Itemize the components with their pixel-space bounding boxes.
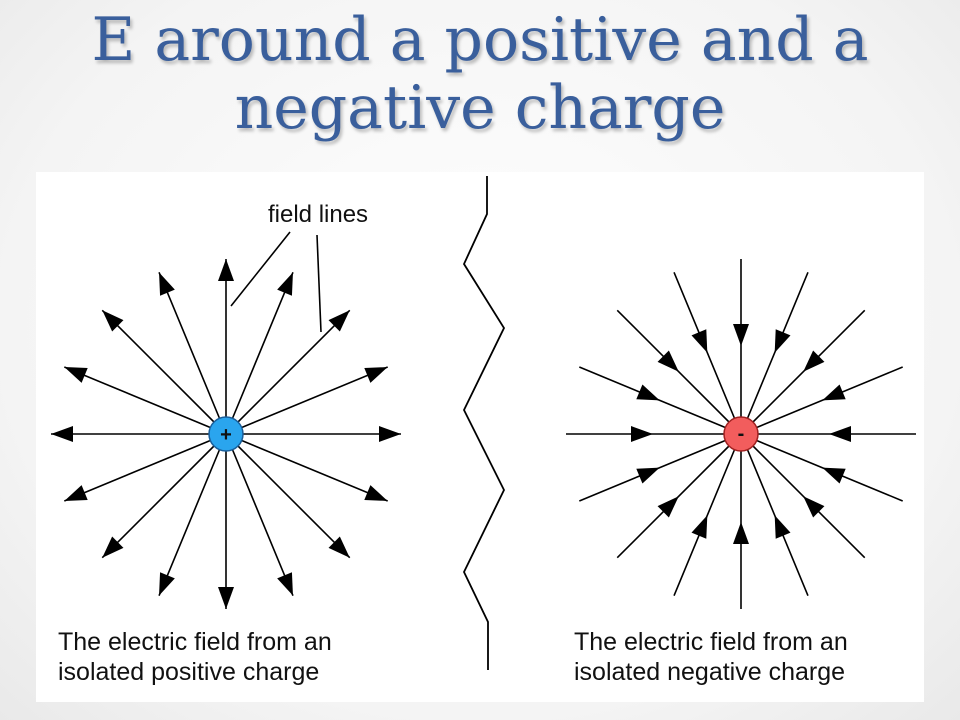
negative-arrow-icon [803, 350, 825, 372]
positive-arrow-icon [277, 272, 293, 296]
negative-caption-line-2: isolated negative charge [574, 658, 846, 686]
positive-field-line [225, 366, 388, 435]
positive-arrow-icon [328, 536, 350, 558]
negative-arrow-icon [829, 426, 851, 442]
negative-arrow-icon [822, 384, 846, 401]
negative-charge: - [723, 416, 759, 452]
positive-field-line [64, 366, 227, 435]
negative-field-line [616, 309, 742, 435]
negative-arrow-icon [631, 426, 653, 442]
negative-charge-circle [723, 416, 759, 452]
positive-arrow-icon [218, 259, 234, 281]
negative-arrow-icon [774, 515, 791, 539]
positive-field-line [225, 433, 294, 596]
negative-field-line [740, 309, 866, 435]
positive-charge: + [208, 416, 244, 452]
positive-arrow-icon [159, 272, 175, 296]
negative-arrow-icon [691, 329, 708, 353]
negative-arrow-icon [657, 496, 679, 518]
positive-field-line [158, 272, 227, 435]
negative-arrow-icon [636, 384, 660, 401]
negative-field-line [673, 433, 742, 596]
negative-field-line [740, 366, 903, 435]
negative-arrow-icon [822, 467, 846, 484]
field-lines-pointers [230, 231, 322, 333]
negative-field-line [579, 433, 742, 502]
positive-arrow-icon [379, 426, 401, 442]
positive-charge-circle [208, 416, 244, 452]
slide-title-line-2: negative charge [234, 73, 726, 143]
zigzag-divider [462, 176, 506, 670]
positive-arrow-icon [102, 536, 124, 558]
positive-arrow-icon [159, 572, 175, 596]
positive-arrow-icon [64, 485, 88, 501]
positive-field-line [225, 433, 351, 559]
positive-field-line [225, 309, 351, 435]
positive-arrow-icon [364, 367, 388, 383]
field-lines-pointer-1 [230, 231, 291, 307]
positive-caption-line-2: isolated positive charge [58, 658, 320, 686]
negative-charge-caption: The electric field from an isolated nega… [574, 627, 848, 687]
slide-title-line-1: E around a positive and a [91, 5, 869, 75]
negative-field-line [740, 433, 866, 559]
positive-field-lines [51, 259, 401, 609]
positive-field-line [225, 272, 294, 435]
negative-field-line [579, 366, 742, 435]
positive-field-line [101, 309, 227, 435]
field-diagram: field lines + - [51, 176, 916, 670]
negative-field-lines [566, 259, 916, 609]
negative-field-line [740, 433, 809, 596]
positive-charge-symbol: + [220, 424, 232, 446]
positive-arrow-icon [102, 310, 124, 332]
negative-field-line [740, 433, 903, 502]
negative-field-line [616, 433, 742, 559]
negative-field-line [740, 272, 809, 435]
positive-arrow-icon [364, 485, 388, 501]
negative-arrow-icon [636, 467, 660, 484]
positive-arrow-icon [64, 367, 88, 383]
positive-arrow-icon [51, 426, 73, 442]
negative-caption-line-1: The electric field from an [574, 628, 848, 656]
negative-arrow-icon [803, 496, 825, 518]
positive-arrow-icon [218, 587, 234, 609]
positive-field-line [101, 433, 227, 559]
slide-title: E around a positive and a negative charg… [0, 6, 960, 142]
field-lines-pointer-2 [316, 234, 322, 333]
positive-field-line [225, 433, 388, 502]
negative-arrow-icon [733, 522, 749, 544]
negative-charge-symbol: - [738, 423, 745, 445]
field-diagram-panel: field lines + - The electric field from … [36, 172, 924, 702]
positive-field-line [158, 433, 227, 596]
field-lines-label: field lines [268, 201, 368, 228]
negative-arrow-icon [691, 515, 708, 539]
positive-charge-caption: The electric field from an isolated posi… [58, 627, 332, 687]
negative-arrow-icon [774, 329, 791, 353]
positive-arrow-icon [277, 572, 293, 596]
negative-field-line [673, 272, 742, 435]
negative-arrow-icon [733, 324, 749, 346]
positive-field-line [64, 433, 227, 502]
negative-arrow-icon [657, 350, 679, 372]
positive-arrow-icon [328, 310, 350, 332]
positive-caption-line-1: The electric field from an [58, 628, 332, 656]
